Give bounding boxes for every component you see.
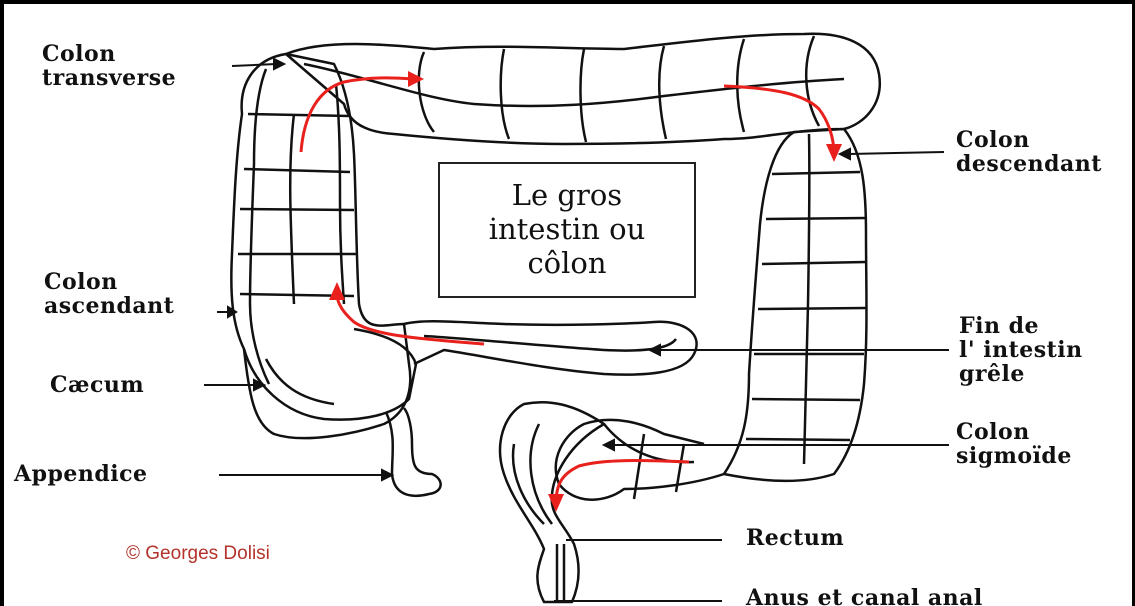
arrowhead-splenic: [826, 144, 842, 162]
label-anus: Anus et canal anal: [746, 586, 983, 606]
label-caecum-line1: Cæcum: [50, 373, 144, 397]
title-line-3: côlon: [440, 246, 694, 280]
cecum-outline: [244, 329, 416, 420]
title-line-2: intestin ou: [440, 212, 694, 246]
arrowhead-hepatic: [408, 71, 424, 87]
label-anus-line1: Anus et canal anal: [746, 586, 983, 606]
label-colon-ascendant-line1: Colon: [44, 270, 174, 294]
label-fin-intestin-line1: Fin de: [959, 314, 1083, 338]
label-fin-intestin: Fin de l' intestin grêle: [959, 314, 1083, 386]
label-colon-sigmoide-line2: sigmoïde: [956, 444, 1072, 468]
leader-descendant: [849, 152, 944, 154]
label-fin-intestin-line2: l' intestin: [959, 338, 1083, 362]
label-colon-transverse-line2: transverse: [42, 66, 176, 90]
appendix-outline: [386, 408, 441, 496]
label-colon-transverse-line1: Colon: [42, 42, 176, 66]
label-colon-transverse: Colon transverse: [42, 42, 176, 90]
label-appendice-line1: Appendice: [14, 462, 147, 486]
label-rectum: Rectum: [746, 526, 844, 550]
label-colon-ascendant: Colon ascendant: [44, 270, 174, 318]
label-caecum: Cæcum: [50, 373, 144, 397]
label-appendice: Appendice: [14, 462, 147, 486]
label-colon-descendant-line2: descendant: [956, 152, 1102, 176]
arrowhead-sigmoid: [548, 494, 564, 512]
label-colon-descendant: Colon descendant: [956, 128, 1102, 176]
label-colon-ascendant-line2: ascendant: [44, 294, 174, 318]
copyright-notice: © Georges Dolisi: [126, 543, 270, 565]
label-rectum-line1: Rectum: [746, 526, 844, 550]
descending-colon-outline: [724, 129, 867, 481]
title-box: Le gros intestin ou côlon: [438, 162, 696, 298]
leader-transverse: [232, 64, 276, 66]
title-line-1: Le gros: [440, 178, 694, 212]
label-colon-sigmoide-line1: Colon: [956, 420, 1072, 444]
label-colon-sigmoide: Colon sigmoïde: [956, 420, 1072, 468]
label-colon-descendant-line1: Colon: [956, 128, 1102, 152]
label-fin-intestin-line3: grêle: [959, 362, 1083, 386]
